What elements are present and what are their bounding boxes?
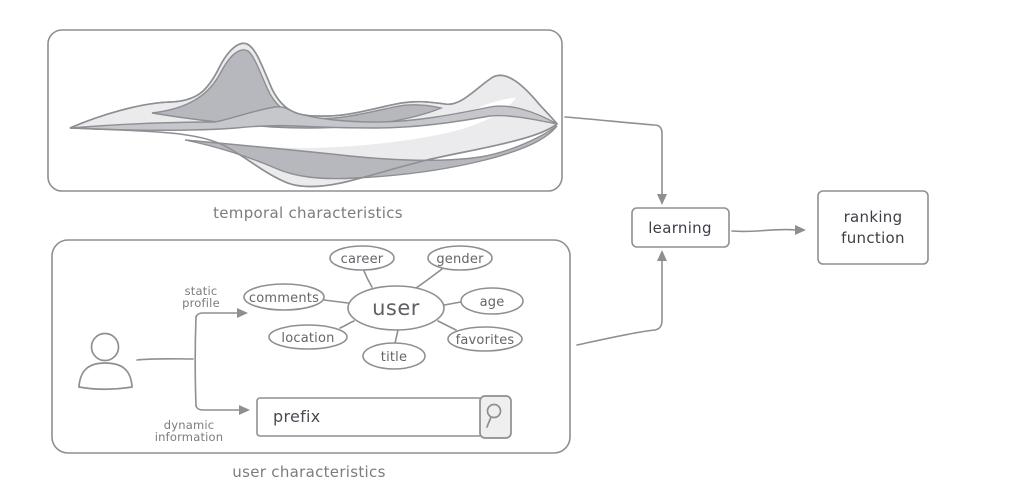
svg-text:information: information xyxy=(155,430,224,444)
search-input-value: prefix xyxy=(273,407,321,426)
user-caption: user characteristics xyxy=(232,463,385,481)
dynamic-information-label: dynamic information xyxy=(155,418,224,444)
mindmap-node-age: age xyxy=(460,287,524,315)
mindmap-node-comments: comments xyxy=(243,283,325,311)
svg-text:dynamic: dynamic xyxy=(164,418,215,432)
mindmap-spokes xyxy=(323,268,462,344)
connector-user-to-learning xyxy=(576,250,667,346)
user-box-frame xyxy=(51,239,571,454)
mindmap-node-user: user xyxy=(347,285,445,331)
dynamic-arrowhead-icon xyxy=(239,405,250,415)
svg-text:profile: profile xyxy=(182,296,220,310)
connector-learning-to-ranking xyxy=(731,225,806,235)
ranking-label-line2: function xyxy=(841,229,905,247)
svg-text:location: location xyxy=(281,331,334,346)
mindmap-node-title: title xyxy=(362,342,426,370)
static-profile-label: static profile xyxy=(182,284,220,310)
search-button xyxy=(479,395,512,439)
ranking-function-box: ranking function xyxy=(817,190,929,265)
ranking-label-line1: ranking xyxy=(844,208,903,226)
mindmap-node-location: location xyxy=(268,324,348,350)
user-box: static profile dynamic information user xyxy=(51,239,571,481)
person-icon xyxy=(78,332,133,391)
svg-text:favorites: favorites xyxy=(456,333,515,348)
static-arrowhead-icon xyxy=(237,308,248,318)
svg-text:static: static xyxy=(185,284,218,298)
streamgraph-icon xyxy=(69,42,559,188)
magnifier-icon xyxy=(486,403,502,428)
temporal-box-frame xyxy=(47,29,563,192)
learning-box-frame xyxy=(631,207,730,248)
learning-label: learning xyxy=(648,219,712,237)
temporal-box: temporal characteristics xyxy=(47,29,563,222)
branch-connector xyxy=(136,308,250,415)
svg-text:user: user xyxy=(372,296,420,320)
ranking-box-frame xyxy=(817,190,929,265)
temporal-caption: temporal characteristics xyxy=(213,204,403,222)
svg-text:age: age xyxy=(480,295,505,310)
connector-temporal-to-learning xyxy=(564,116,667,205)
svg-text:career: career xyxy=(341,252,384,267)
mindmap-node-favorites: favorites xyxy=(447,326,523,352)
learning-box: learning xyxy=(631,207,730,248)
svg-text:title: title xyxy=(381,350,407,365)
svg-text:gender: gender xyxy=(436,252,484,267)
svg-text:comments: comments xyxy=(249,291,319,306)
mindmap-node-career: career xyxy=(329,245,395,271)
search-field: prefix xyxy=(256,395,512,439)
mindmap-node-gender: gender xyxy=(427,245,493,271)
mindmap: user career gender comments age location xyxy=(243,245,524,370)
